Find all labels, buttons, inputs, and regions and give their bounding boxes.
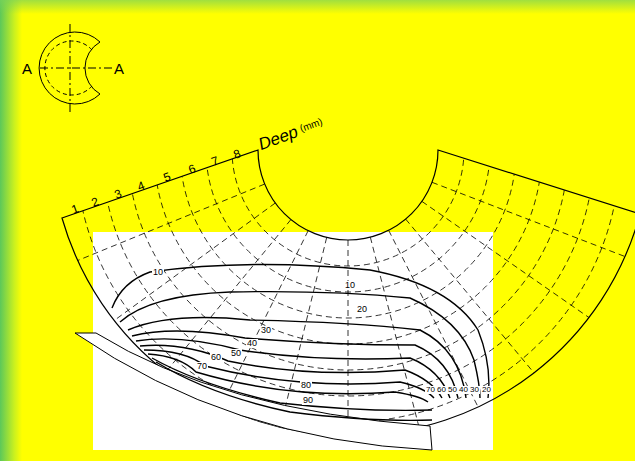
contour-value: 70 [425,386,436,394]
contour-value: 20 [356,305,368,314]
contour-lines [112,264,489,420]
contour-value: 60 [436,386,447,394]
section-letter: A [114,61,124,76]
section-letter: A [22,61,32,76]
contour-value: 10 [152,268,164,277]
contour-value: 90 [302,396,314,405]
contour-value: 50 [447,386,458,394]
contour-value: 50 [230,349,242,358]
contour-value: 60 [210,353,222,362]
contour-value: 70 [196,362,208,371]
background-edge [0,0,635,14]
contour-value: 10 [344,281,356,290]
contour-value: 80 [300,381,312,390]
contour-value: 40 [246,339,258,348]
contour-value: 30 [469,386,480,394]
contour-value: 40 [458,386,469,394]
fan-outline [62,150,635,436]
depth-grid [30,0,635,461]
contour-value: 30 [260,326,272,335]
contour-value: 20 [481,386,492,394]
section-symbol [39,24,112,112]
curved-strip [75,333,432,450]
